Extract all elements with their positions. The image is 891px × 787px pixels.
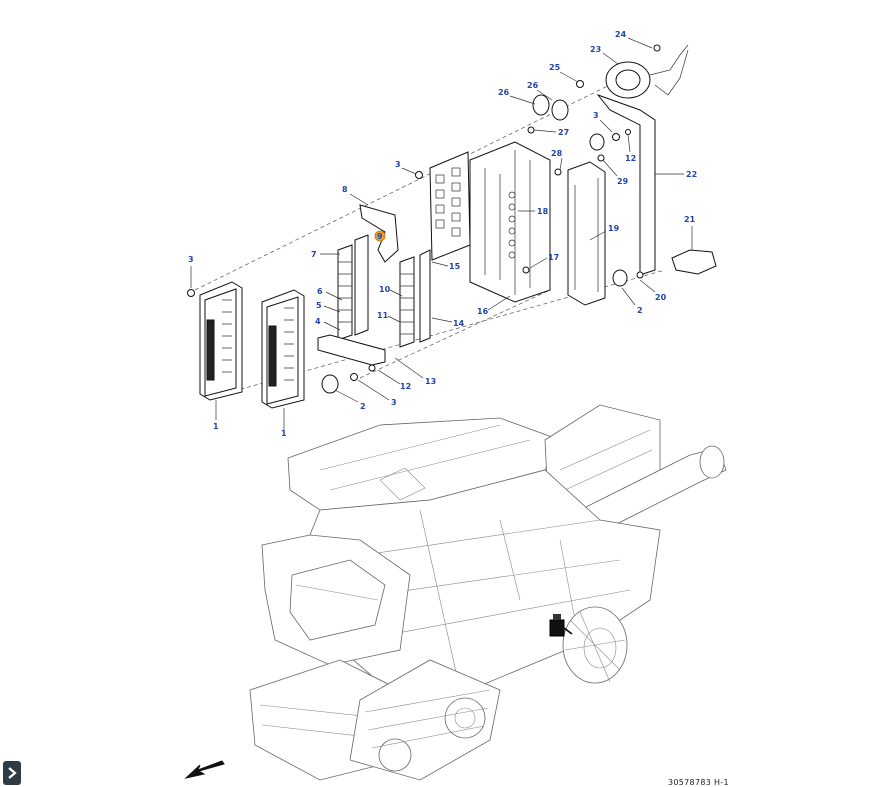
callout-8: 8 [342,185,348,194]
callout-12b: 12 [400,382,411,391]
callout-14: 14 [453,319,465,328]
mounting-strip [419,249,431,343]
callout-26b: 26 [527,81,539,90]
mounting-plate [354,234,369,336]
callout-26a: 26 [498,88,510,97]
direction-arrow-icon [184,760,225,779]
callout-24: 24 [615,30,627,39]
callout-10: 10 [379,285,391,294]
callout-17: 17 [548,253,559,262]
relay-sockets [435,167,461,237]
callout-28: 28 [551,149,563,158]
callout-1b: 1 [281,429,287,438]
location-marker [549,614,573,637]
callout-3b: 3 [395,160,401,169]
callout-4: 4 [315,317,321,326]
fuse-row [508,191,516,259]
combine-harvester-view [249,404,727,781]
callout-12a: 12 [625,154,636,163]
callout-27: 27 [558,128,569,137]
callout-21: 21 [684,215,696,224]
callout-3a: 3 [593,111,599,120]
frame-bracket [469,141,551,303]
callout-5: 5 [316,301,322,310]
callout-29: 29 [617,177,629,186]
callout-22: 22 [686,170,697,179]
bracket-22 [596,93,656,276]
terminal-strip-right [399,256,415,348]
connector-housing-right [261,289,305,409]
callout-labels: 24 23 25 26 26 27 3 12 28 29 22 3 8 18 2… [188,30,697,438]
callout-15: 15 [449,262,461,271]
reference-number: 30578783 H-1 [668,778,729,787]
highlight-marker [374,230,386,242]
callout-23: 23 [590,45,601,54]
battery-switch [605,44,689,99]
callout-6: 6 [317,287,323,296]
callout-18: 18 [537,207,549,216]
callout-3d: 3 [391,398,397,407]
protective-caps [321,94,717,394]
callout-25: 25 [549,63,561,72]
cable-bracket-13 [317,334,386,366]
callout-19: 19 [608,224,620,233]
callout-20: 20 [655,293,667,302]
cable-bracket-8 [359,204,399,263]
callout-2a: 2 [637,306,643,315]
connector-housing-left [199,281,243,401]
callout-2b: 2 [360,402,366,411]
callout-3c: 3 [188,255,194,264]
callout-7: 7 [311,250,317,259]
callout-16: 16 [477,307,489,316]
callout-9: 9 [377,232,383,241]
callout-13: 13 [425,377,436,386]
callout-1a: 1 [213,422,219,431]
exploded-parts [187,37,717,430]
chevron-right-icon [8,767,17,779]
terminal-strip-left [337,244,353,341]
bracket-19 [567,161,606,306]
expand-panel-button[interactable] [3,761,21,785]
leader-lines [190,37,693,430]
callout-11: 11 [377,311,389,320]
